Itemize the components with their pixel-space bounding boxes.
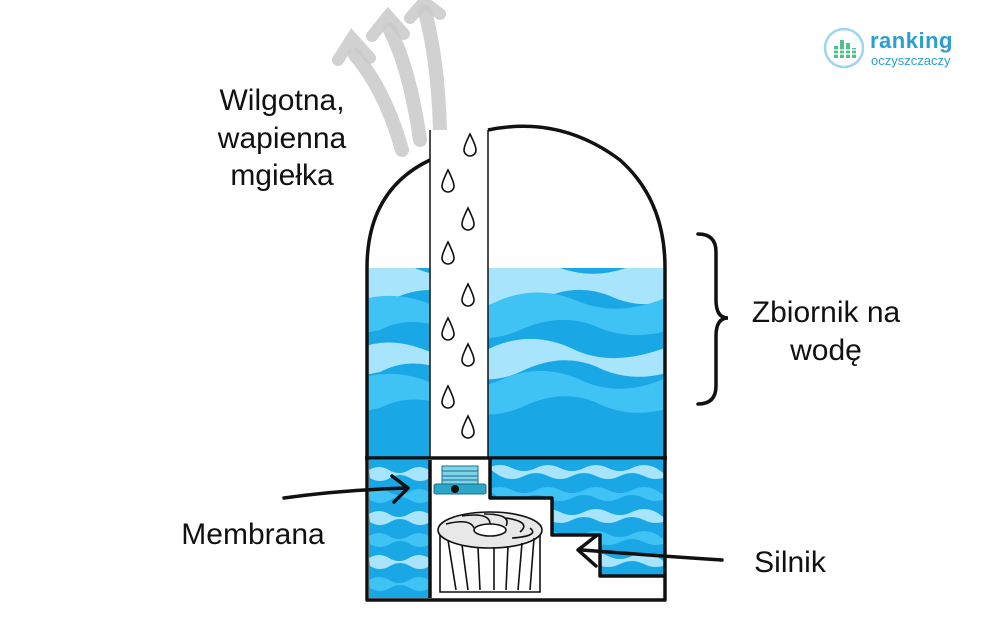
label-mist-line: wapienna — [217, 121, 347, 155]
label-mist: Wilgotna, wapienna mgiełka — [200, 82, 364, 195]
motor-pointer-arrow — [576, 534, 724, 568]
label-water-tank: Zbiornik na wodę — [738, 294, 914, 369]
water-droplets — [441, 132, 477, 439]
steam-arrows — [332, 0, 447, 157]
motor-fan — [437, 511, 543, 593]
device-outline — [365, 124, 667, 602]
label-motor: Silnik — [754, 546, 826, 579]
membrane-water — [369, 460, 430, 598]
logo-tagline: oczyszczaczy — [871, 53, 951, 68]
membrane-pointer-arrow — [282, 474, 410, 504]
label-tank-line: Zbiornik na — [751, 296, 901, 329]
ultrasonic-membrane — [433, 465, 487, 495]
label-tank-line: wodę — [790, 333, 862, 367]
logo-name: ranking — [870, 28, 953, 53]
mist-tube — [430, 130, 488, 458]
brand-logo: ranking oczyszczaczy — [822, 26, 972, 72]
label-membrane: Membrana — [181, 518, 325, 551]
label-mist-line: mgiełka — [230, 159, 334, 192]
tank-water — [367, 268, 665, 458]
tank-bracket — [696, 232, 729, 406]
label-mist-line: Wilgotna, — [219, 84, 345, 117]
ranking-logo-icon — [823, 27, 865, 69]
